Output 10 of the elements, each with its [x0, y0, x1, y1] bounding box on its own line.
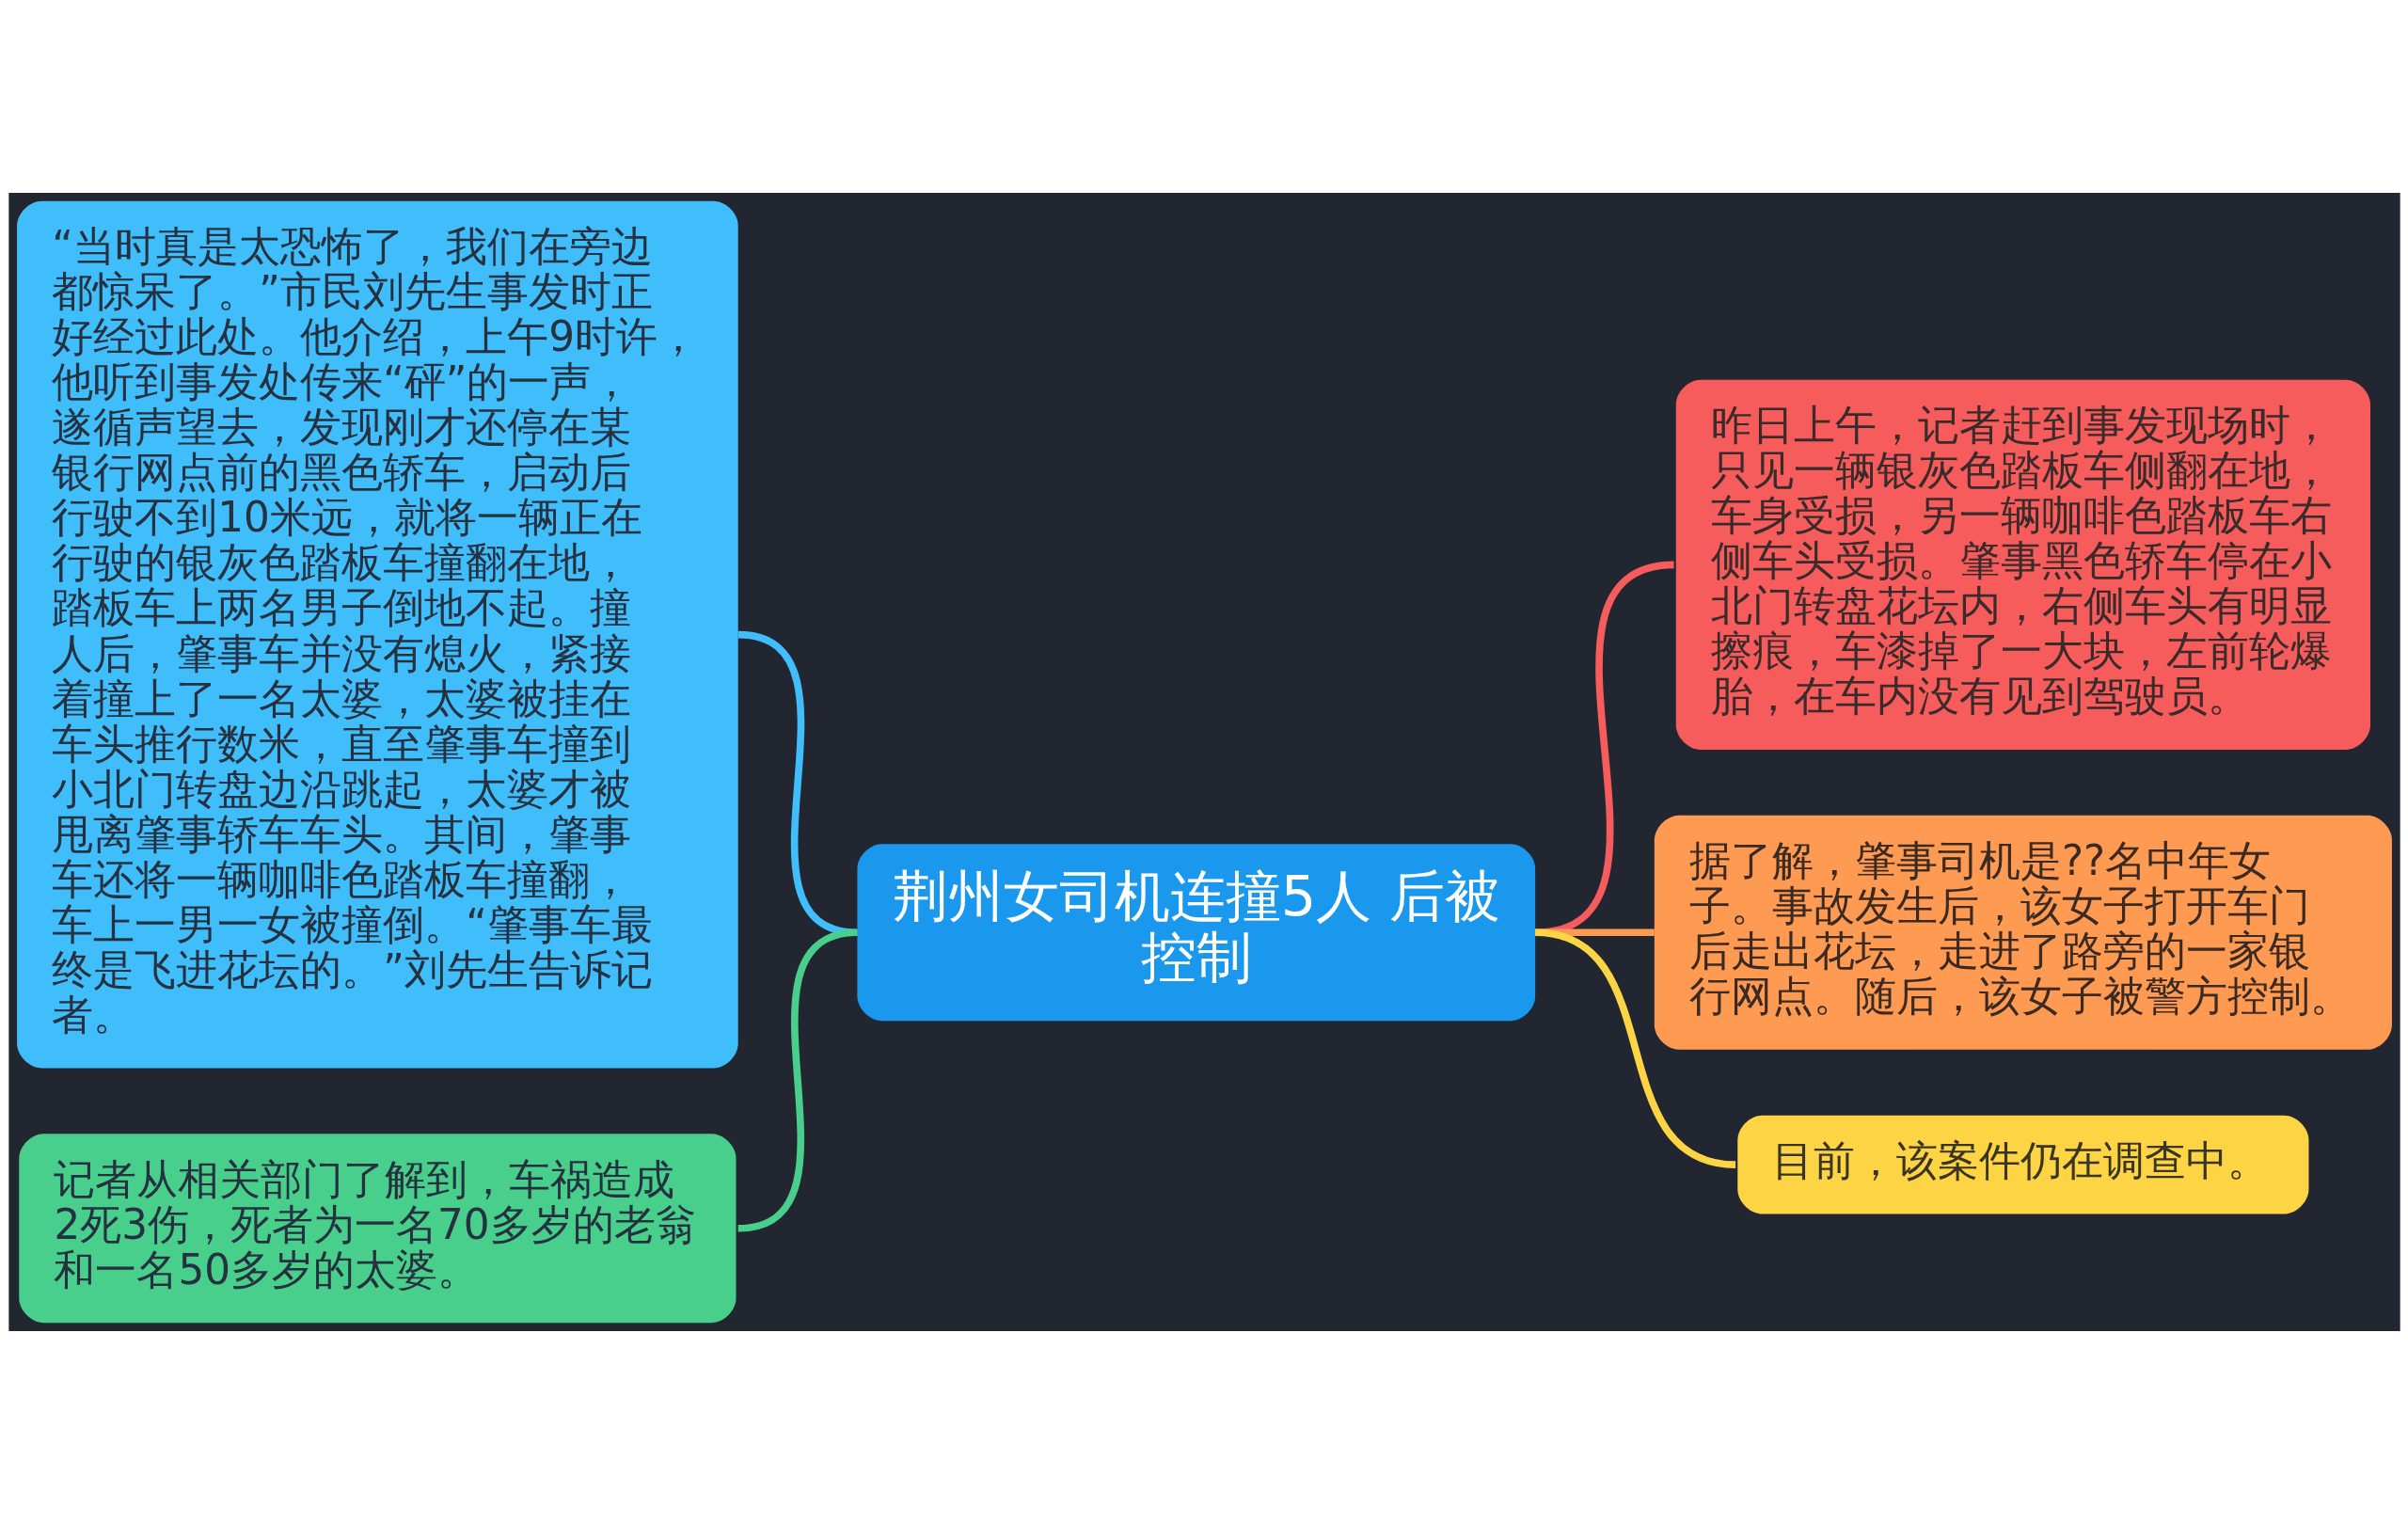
node-box: 昨日上午，记者赶到事发现场时，只见一辆银灰色踏板车侧翻在地，车身受损，另一辆咖啡色踏板车右侧车头受损。肇事黑色轿车停在小北门转盘花坛内，右侧车头有明显擦痕，车漆掉了一大块，左前轮爆胎，在车内没有见到驾驶员。: [1675, 379, 2370, 750]
connector: [1533, 561, 1674, 936]
node-box: 记者从相关部门了解到，车祸造成2死3伤，死者为一名70多岁的老翁和一名50多岁的太婆。: [18, 1133, 736, 1323]
node-box: “当时真是太恐怖了，我们在旁边都惊呆了。”市民刘先生事发时正好经过此处。他介绍，上午9时许，他听到事发处传来“砰”的一声，遂循声望去，发现刚才还停在某银行网点前的黑色轿车，启动后行驶不到10米远，就将一辆正在行驶的银灰色踏板车撞翻在地，踏板车上两名男子倒地不起。撞人后，肇事车并没有熄火，紧接着撞上了一名太婆，太婆被挂在车头推行数米，直至肇事车撞到小北门转盘边沿跳起，太婆才被甩离肇事轿车车头。其间，肇事车还将一辆咖啡色踏板车撞翻，车上一男一女被撞倒。“肇事车最终是飞进花坛的。”刘先生告诉记者。: [16, 200, 738, 1068]
node-box: 目前，该案件仍在调查中。: [1736, 1115, 2308, 1214]
node-box: 据了解，肇事司机是??名中年女子。事故发生后，该女子打开车门后走出花坛，走进了路旁的一家银行网点。随后，该女子被警方控制。: [1654, 815, 2392, 1050]
connector: [737, 928, 858, 1232]
connector: [1534, 928, 1736, 1168]
node-box: 荆州女司机连撞5人 后被控制: [856, 843, 1535, 1021]
connector: [1534, 928, 1655, 936]
